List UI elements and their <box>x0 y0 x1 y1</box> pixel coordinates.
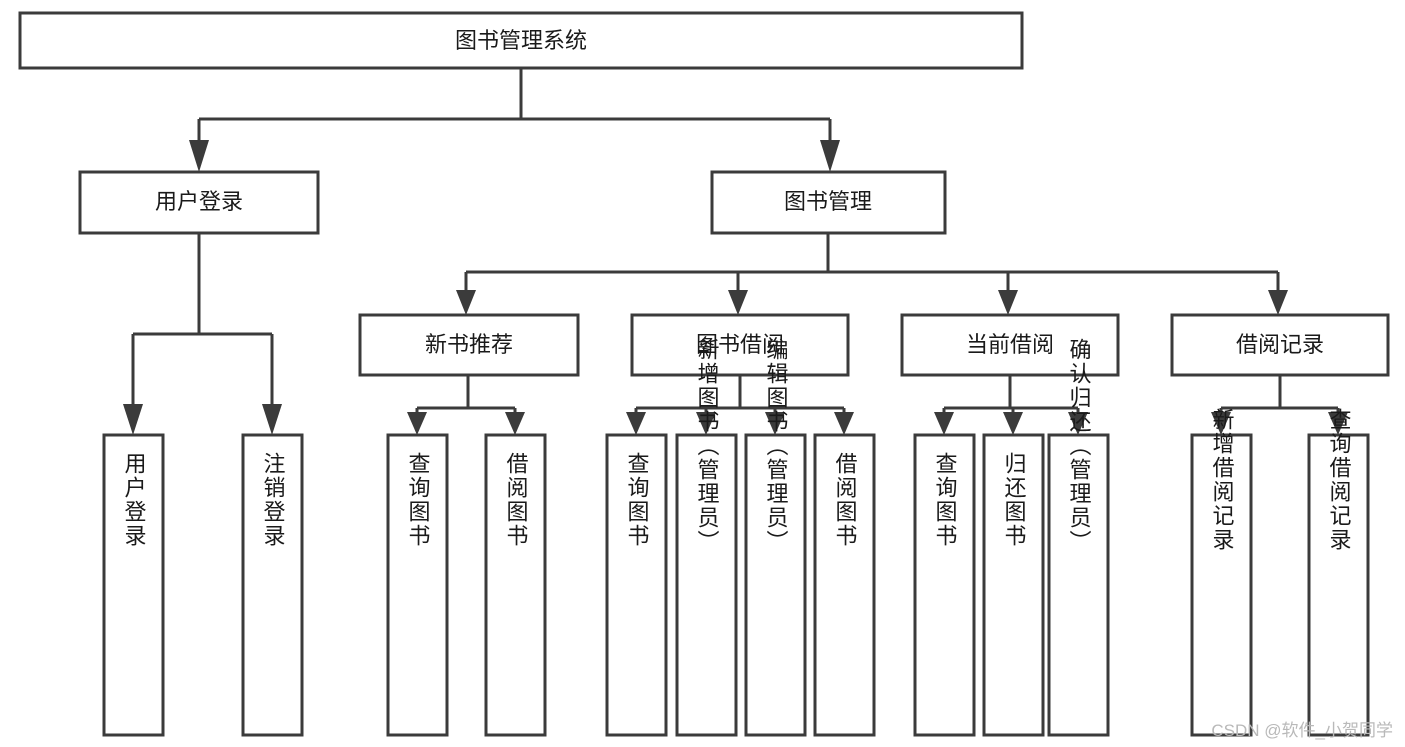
node-leaf-add-book-box <box>675 433 738 737</box>
node-leaf-query-book-1-label: 查询图书 <box>406 452 431 548</box>
node-leaf-query-book-2-box <box>605 433 668 737</box>
node-leaf-borrow-book-2-label: 借阅图书 <box>833 452 858 548</box>
node-leaf-add-record[interactable]: 新增借阅记录 <box>1190 408 1253 737</box>
node-leaf-add-record-box <box>1190 433 1253 737</box>
node-leaf-return-book-label: 归还图书 <box>1002 452 1027 548</box>
node-user-login-label: 用户登录 <box>155 189 243 214</box>
node-leaf-edit-book-box <box>744 433 807 737</box>
node-current-borrow[interactable]: 当前借阅 <box>900 313 1120 377</box>
arrow-head-borrow-record <box>1268 290 1288 315</box>
node-leaf-borrow-book-2[interactable]: 借阅图书 <box>813 433 876 737</box>
arrow-head-leaf-return-book <box>1003 412 1023 435</box>
node-user-login-box <box>78 170 320 235</box>
node-leaf-borrow-book-2-box <box>813 433 876 737</box>
node-leaf-query-record-box <box>1307 433 1370 737</box>
node-book-manage[interactable]: 图书管理 <box>710 170 947 235</box>
node-leaf-logout[interactable]: 注销登录 <box>241 433 304 737</box>
node-new-book-rec-box <box>358 313 580 377</box>
node-book-borrow-label: 图书借阅 <box>696 332 784 357</box>
node-leaf-query-book-3-box <box>913 433 976 737</box>
node-leaf-logout-box <box>241 433 304 737</box>
arrow-head-leaf-query-book-1 <box>407 412 427 435</box>
node-borrow-record-label: 借阅记录 <box>1236 332 1324 357</box>
node-leaf-add-book[interactable]: 新增图书（管理员） <box>675 338 738 737</box>
arrow-head-leaf-add-book <box>696 412 716 435</box>
node-leaf-confirm-return-box <box>1047 433 1110 737</box>
node-leaf-confirm-return-label: 确认归还（管理员） <box>1067 338 1092 554</box>
node-leaf-query-book-2-label: 查询图书 <box>625 452 650 548</box>
arrow-head-leaf-borrow-book-2 <box>834 412 854 435</box>
node-leaf-user-login[interactable]: 用户登录 <box>102 433 165 737</box>
arrow-head-leaf-confirm-return <box>1068 412 1088 435</box>
node-leaf-query-book-3[interactable]: 查询图书 <box>913 433 976 737</box>
arrow-head-user-login <box>189 140 209 172</box>
node-leaf-confirm-return[interactable]: 确认归还（管理员） <box>1047 338 1110 737</box>
arrow-head-leaf-logout <box>262 404 282 435</box>
node-leaf-edit-book[interactable]: 编辑图书（管理员） <box>744 338 807 737</box>
node-leaf-add-book-label: 新增图书（管理员） <box>695 338 720 554</box>
node-borrow-record[interactable]: 借阅记录 <box>1170 313 1390 377</box>
arrow-head-leaf-edit-book <box>765 412 785 435</box>
node-current-borrow-label: 当前借阅 <box>966 332 1054 357</box>
node-new-book-rec[interactable]: 新书推荐 <box>358 313 580 377</box>
arrow-head-current-borrow <box>998 290 1018 315</box>
node-leaf-borrow-book-1-label: 借阅图书 <box>504 452 529 548</box>
arrow-head-book-borrow <box>728 290 748 315</box>
node-leaf-borrow-book-1-box <box>484 433 547 737</box>
arrow-head-book-manage <box>820 140 840 172</box>
arrow-head-leaf-borrow-book-1 <box>505 412 525 435</box>
node-leaf-return-book-box <box>982 433 1045 737</box>
arrow-head-leaf-user-login <box>123 404 143 435</box>
node-leaf-query-record[interactable]: 查询借阅记录 <box>1307 408 1370 737</box>
arrow-head-leaf-query-book-2 <box>626 412 646 435</box>
node-book-borrow[interactable]: 图书借阅 <box>630 313 850 377</box>
node-user-login[interactable]: 用户登录 <box>78 170 320 235</box>
node-book-manage-label: 图书管理 <box>784 189 872 214</box>
node-book-borrow-box <box>630 313 850 377</box>
connector-layer <box>123 68 1348 435</box>
node-leaf-query-record-label: 查询借阅记录 <box>1327 408 1352 552</box>
node-book-manage-box <box>710 170 947 235</box>
node-borrow-record-box <box>1170 313 1390 377</box>
node-new-book-rec-label: 新书推荐 <box>425 332 513 357</box>
node-leaf-query-book-3-label: 查询图书 <box>933 452 958 548</box>
arrow-head-new-book-rec <box>456 290 476 315</box>
node-current-borrow-box <box>900 313 1120 377</box>
node-leaf-add-record-label: 新增借阅记录 <box>1210 408 1235 552</box>
node-leaf-return-book[interactable]: 归还图书 <box>982 433 1045 737</box>
node-root-label: 图书管理系统 <box>455 28 587 53</box>
arrow-head-leaf-query-record <box>1328 412 1348 435</box>
node-leaf-edit-book-label: 编辑图书（管理员） <box>764 338 789 554</box>
arrow-head-leaf-query-book-3 <box>934 412 954 435</box>
node-root[interactable]: 图书管理系统 <box>18 11 1024 70</box>
node-leaf-borrow-book-1[interactable]: 借阅图书 <box>484 433 547 737</box>
node-leaf-user-login-box <box>102 433 165 737</box>
node-leaf-query-book-1[interactable]: 查询图书 <box>386 433 449 737</box>
node-root-box <box>18 11 1024 70</box>
arrow-head-leaf-add-record <box>1211 412 1231 435</box>
node-leaf-query-book-1-box <box>386 433 449 737</box>
node-leaf-query-book-2[interactable]: 查询图书 <box>605 433 668 737</box>
node-leaf-logout-label: 注销登录 <box>261 452 286 548</box>
node-leaf-user-login-label: 用户登录 <box>122 452 147 548</box>
